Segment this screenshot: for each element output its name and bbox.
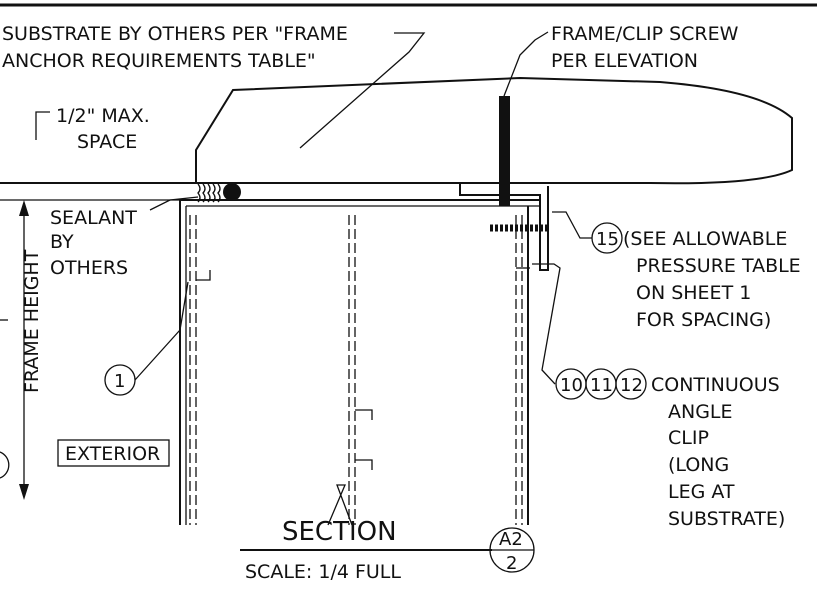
clip-line2: ANGLE	[668, 401, 733, 423]
scale-label: SCALE: 1/4 FULL	[245, 561, 401, 583]
sealant-label-line3: OTHERS	[50, 257, 128, 279]
callout-11-number: 11	[590, 375, 613, 396]
callout-15-circle	[591, 222, 623, 254]
frame-height-arrow-bottom	[19, 484, 29, 500]
section-title: SECTION	[282, 517, 397, 547]
detail-number-bottom: 2	[506, 553, 517, 574]
sealant-leader	[149, 196, 199, 211]
callout-15-number: 15	[596, 229, 619, 250]
substrate-label-line2: ANCHOR REQUIREMENTS TABLE"	[2, 50, 316, 72]
exterior-label: EXTERIOR	[65, 443, 160, 465]
screw-label-line1: FRAME/CLIP SCREW	[551, 23, 739, 45]
frame-height-arrow-top	[19, 200, 29, 216]
screw-leader	[503, 31, 549, 97]
sealant-label-line2: BY	[50, 231, 74, 253]
frame-clip-screw	[499, 96, 510, 206]
exterior-box	[57, 439, 170, 467]
sealant-bead	[197, 183, 221, 203]
space-leader	[35, 111, 50, 140]
angle-clip	[459, 183, 549, 271]
callout-12-circle	[615, 368, 647, 400]
sealant-label-line1: SEALANT	[50, 207, 137, 229]
callout-1-leader	[134, 281, 189, 381]
screw-label-line2: PER ELEVATION	[551, 50, 698, 72]
glazing-clip-left	[196, 270, 211, 281]
clip-line6: SUBSTRATE)	[668, 508, 785, 530]
note15-line2: PRESSURE TABLE	[636, 255, 801, 277]
callout-10-leader	[532, 263, 561, 385]
note15-line1: (SEE ALLOWABLE	[623, 228, 787, 250]
frame-height-label: FRAME HEIGHT	[21, 249, 43, 393]
note15-line4: FOR SPACING)	[636, 309, 771, 331]
substrate-outline	[195, 76, 793, 185]
glazing-clip-mid-b	[355, 459, 373, 470]
callout-10-number: 10	[560, 375, 583, 396]
edge-partial-circle	[0, 451, 10, 479]
clip-line5: LEG AT	[668, 481, 735, 503]
glazing-clip-mid-a	[355, 409, 373, 420]
clip-line1: CONTINUOUS	[651, 374, 780, 396]
callout-1-number: 1	[114, 371, 125, 392]
callout-12-number: 12	[620, 375, 643, 396]
space-label-line2: SPACE	[77, 131, 137, 153]
break-line	[327, 484, 353, 526]
detail-number-top: A2	[499, 529, 523, 550]
backer-rod	[223, 183, 241, 201]
substrate-label-line1: SUBSTRATE BY OTHERS PER "FRAME	[2, 23, 348, 45]
space-label-line1: 1/2" MAX.	[56, 105, 150, 127]
callout-1-circle	[104, 364, 136, 396]
clip-line3: CLIP	[668, 427, 709, 449]
note15-line3: ON SHEET 1	[636, 282, 751, 304]
clip-line4: (LONG	[668, 454, 729, 476]
callout-15-leader	[552, 211, 592, 239]
substrate-leader	[299, 32, 426, 149]
